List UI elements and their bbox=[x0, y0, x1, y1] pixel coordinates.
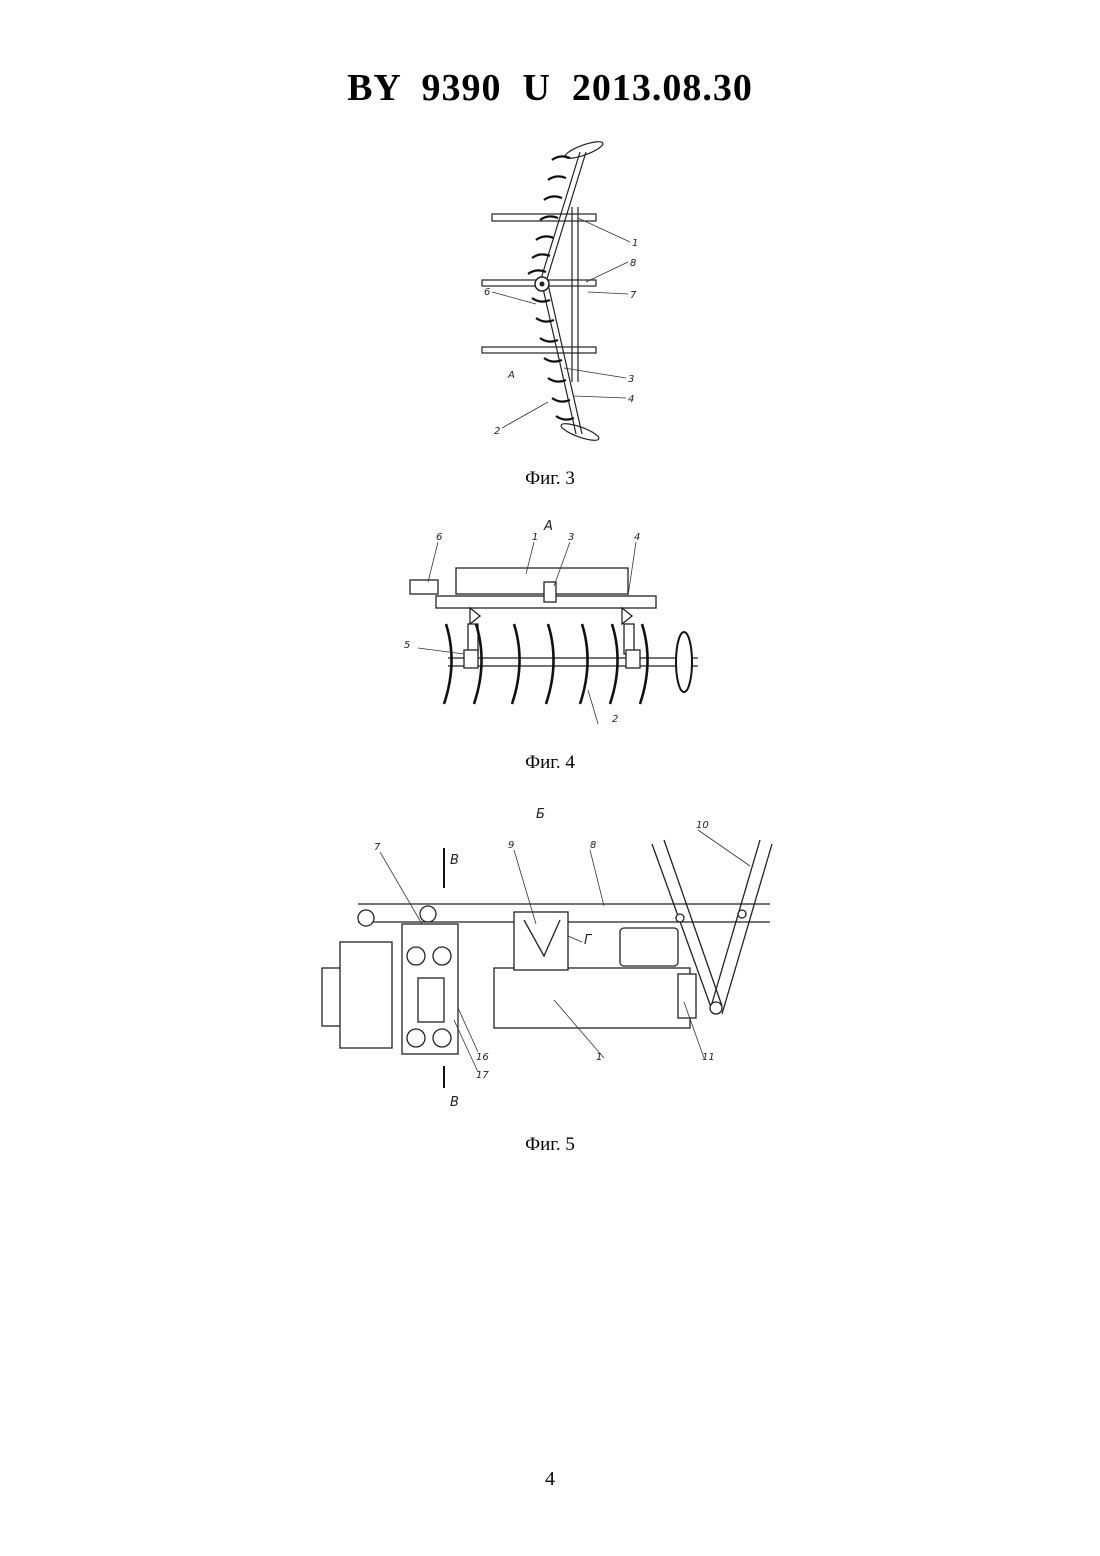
figure-4-drawing: А 6 1 3 4 5 2 bbox=[398, 512, 700, 730]
fig5-view-label: Б bbox=[536, 807, 545, 822]
fig5-label-9: 9 bbox=[508, 840, 514, 851]
figure-3-drawing: 1 8 7 6 3 4 2 А bbox=[478, 132, 644, 444]
figure-3-svg: 1 8 7 6 3 4 2 А bbox=[478, 132, 644, 444]
fig3-label-7: 7 bbox=[630, 290, 637, 301]
fig5-arrow-g: Г bbox=[584, 933, 593, 948]
fig5-section-top: В bbox=[450, 853, 459, 868]
fig4-view-label: А bbox=[543, 519, 553, 534]
fig5-label-17: 17 bbox=[476, 1070, 489, 1081]
fig4-label-2: 2 bbox=[612, 714, 618, 725]
figure-5-svg: Б 7 В 9 8 10 Г 16 17 1 11 В bbox=[318, 796, 790, 1108]
fig5-section-bottom: В bbox=[450, 1095, 459, 1108]
fig4-label-6: 6 bbox=[436, 532, 442, 543]
figure-4-caption: Фиг. 4 bbox=[0, 752, 1100, 774]
page-number: 4 bbox=[0, 1468, 1100, 1491]
fig3-label-3: 3 bbox=[628, 374, 634, 385]
fig4-label-1: 1 bbox=[532, 532, 538, 543]
fig5-label-10: 10 bbox=[696, 820, 709, 831]
fig5-label-7: 7 bbox=[374, 842, 381, 853]
document-header: BY 9390 U 2013.08.30 bbox=[0, 66, 1100, 110]
fig5-label-8: 8 bbox=[590, 840, 596, 851]
fig3-label-view-a: А bbox=[507, 370, 515, 381]
figure-5-drawing: Б 7 В 9 8 10 Г 16 17 1 11 В bbox=[318, 796, 790, 1108]
figure-5-caption: Фиг. 5 bbox=[0, 1134, 1100, 1156]
fig3-label-2: 2 bbox=[494, 426, 500, 437]
fig4-label-4: 4 bbox=[634, 532, 640, 543]
fig3-label-1: 1 bbox=[632, 238, 638, 249]
fig3-label-4: 4 bbox=[628, 394, 634, 405]
fig3-label-6: 6 bbox=[484, 287, 490, 298]
fig3-label-8: 8 bbox=[630, 258, 636, 269]
fig5-label-11: 11 bbox=[702, 1052, 715, 1063]
figure-3-caption: Фиг. 3 bbox=[0, 468, 1100, 490]
figure-4-svg: А 6 1 3 4 5 2 bbox=[398, 512, 700, 730]
fig5-label-16: 16 bbox=[476, 1052, 489, 1063]
fig5-label-1: 1 bbox=[596, 1052, 602, 1063]
fig4-label-5: 5 bbox=[404, 640, 410, 651]
fig4-label-3: 3 bbox=[568, 532, 574, 543]
